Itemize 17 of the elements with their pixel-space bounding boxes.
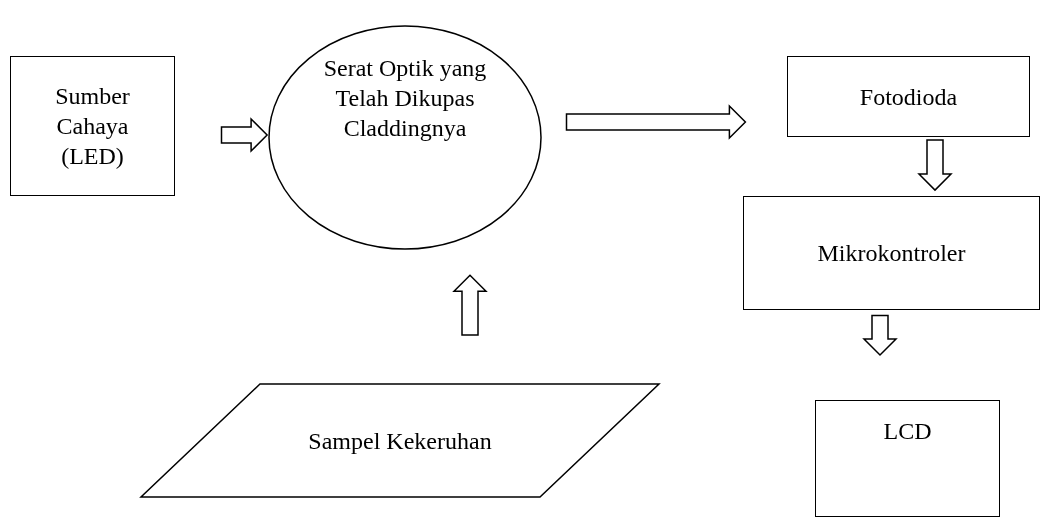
- process-box: [10, 56, 175, 196]
- input-parallelogram: [140, 383, 660, 498]
- process-ellipse: [268, 25, 542, 250]
- node-label: LCD: [883, 416, 932, 446]
- node-label: Sumber Cahaya (LED): [54, 82, 131, 171]
- process-box: [815, 400, 1000, 517]
- block-arrow: [565, 104, 747, 140]
- block-arrow: [220, 117, 269, 153]
- block-arrow: [917, 139, 953, 192]
- block-arrow: [862, 314, 898, 357]
- block-arrow: [452, 274, 488, 336]
- node-label: Fotodioda: [859, 82, 958, 112]
- node-label: Sampel Kekeruhan: [308, 426, 492, 456]
- process-box: [787, 56, 1030, 137]
- node-label: Serat Optik yang Telah Dikupas Claddingnya: [322, 53, 488, 143]
- process-box: [743, 196, 1040, 310]
- node-label: Mikrokontroler: [817, 239, 966, 268]
